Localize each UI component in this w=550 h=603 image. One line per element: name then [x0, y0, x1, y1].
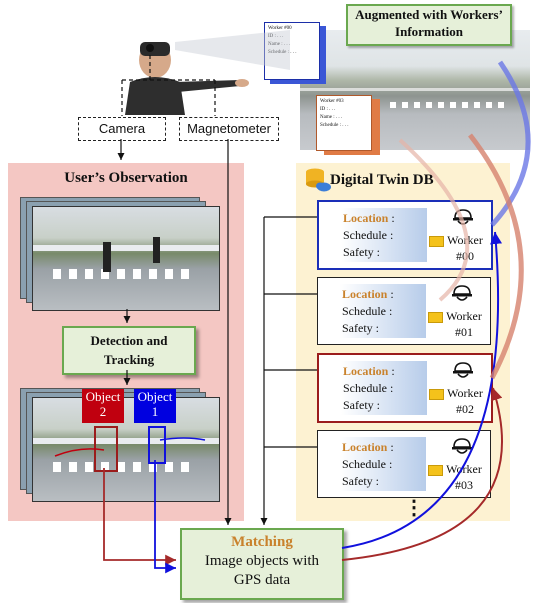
worker-label: Worker — [446, 462, 482, 476]
matching-box: Matching Image objects with GPS data — [180, 528, 344, 600]
folder-icon — [429, 236, 444, 247]
magnetometer-label: Magnetometer — [179, 117, 279, 141]
helmet-icon — [453, 209, 473, 225]
schedule-label: Schedule — [343, 228, 387, 242]
worker-id: #01 — [455, 325, 473, 339]
location-label: Location — [343, 364, 389, 378]
worker-card-03: Location : Schedule : Safety : Worker#03 — [317, 430, 491, 498]
object-2-number: 2 — [99, 404, 107, 419]
worker-label: Worker — [447, 233, 483, 247]
tracking-photo — [32, 397, 220, 502]
location-label: Location — [342, 440, 388, 454]
matching-title: Matching — [231, 534, 293, 550]
helmet-icon — [452, 438, 472, 454]
sensor-bracket — [121, 44, 216, 116]
database-icon — [306, 168, 331, 192]
location-label: Location — [343, 211, 389, 225]
more-workers-ellipsis: ⋮ — [404, 497, 424, 519]
users-observation-title: User’s Observation — [64, 170, 188, 186]
observation-photo — [32, 206, 220, 311]
ar-card-title: Worker #03 — [320, 99, 344, 104]
ar-card-line: ID : . . . — [320, 107, 336, 112]
ar-card-worker-00: Worker #00 ID : . . . Name : . . . Sched… — [264, 22, 320, 80]
schedule-label: Schedule — [342, 457, 386, 471]
worker-label: Worker — [446, 309, 482, 323]
location-label: Location — [342, 287, 388, 301]
object-2-label-text: Object — [85, 389, 121, 404]
ar-card-line: Schedule : . . . — [320, 123, 349, 128]
worker-card-02: Location : Schedule : Safety : Worker#02 — [317, 353, 493, 423]
safety-label: Safety — [342, 474, 373, 488]
helmet-icon — [452, 285, 472, 301]
digital-twin-db-title: Digital Twin DB — [330, 172, 434, 188]
object-1-label-text: Object — [137, 389, 173, 404]
schedule-label: Schedule — [342, 304, 386, 318]
camera-label: Camera — [78, 117, 166, 141]
ar-card-line: ID : . . . — [268, 34, 284, 39]
augmented-label: Augmented with Workers’ Information — [346, 4, 512, 46]
object-1-label: Object 1 — [134, 389, 176, 423]
safety-label: Safety — [343, 398, 374, 412]
ar-card-line: Schedule : . . . — [268, 50, 297, 55]
ar-card-line: Name : . . . — [320, 115, 343, 120]
object-1-number: 1 — [151, 404, 159, 419]
ar-card-line: Name : . . . — [268, 42, 291, 47]
object-2-bbox — [94, 426, 118, 472]
detection-tracking-box: Detection and Tracking — [62, 326, 196, 375]
worker-id: #00 — [456, 249, 474, 263]
folder-icon — [429, 389, 444, 400]
folder-icon — [428, 312, 443, 323]
worker-card-00: Location : Schedule : Safety : Worker#00 — [317, 200, 493, 270]
schedule-label: Schedule — [343, 381, 387, 395]
ar-card-title: Worker #00 — [268, 26, 292, 31]
object-1-bbox — [148, 426, 166, 464]
matching-description: Image objects with GPS data — [204, 553, 320, 588]
worker-card-01: Location : Schedule : Safety : Worker#01 — [317, 277, 491, 345]
safety-label: Safety — [343, 245, 374, 259]
object-2-label: Object 2 — [82, 389, 124, 423]
worker-id: #03 — [455, 478, 473, 492]
ar-card-worker-03: Worker #03 ID : . . . Name : . . . Sched… — [316, 95, 372, 151]
worker-label: Worker — [447, 386, 483, 400]
safety-label: Safety — [342, 321, 373, 335]
user-with-headset-illustration — [125, 30, 290, 115]
helmet-icon — [453, 362, 473, 378]
folder-icon — [428, 465, 443, 476]
worker-id: #02 — [456, 402, 474, 416]
